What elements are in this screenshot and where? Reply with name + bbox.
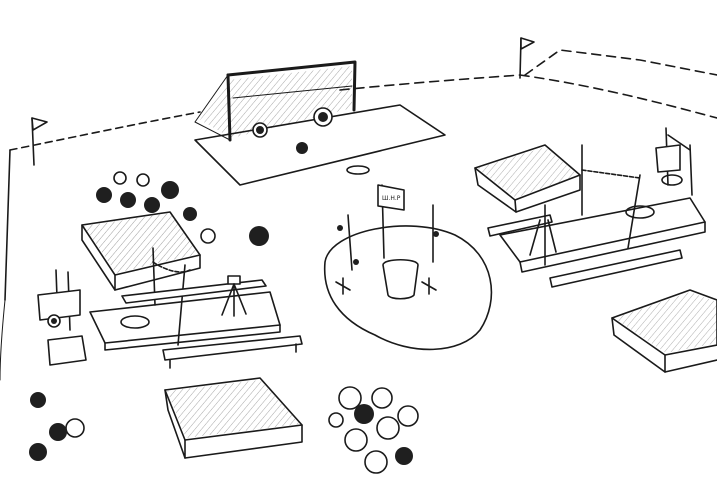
central-oval-stage: Ш.Н.Р [323, 184, 493, 351]
sandbox-bottom-right [611, 289, 717, 373]
flag-label: Ш.Н.Р [382, 195, 401, 202]
ball-cluster-bottom-left [29, 392, 85, 461]
center-mark [346, 165, 370, 175]
ball-cluster-top-left [96, 171, 269, 246]
balance-rig-left [89, 247, 303, 369]
goal-balls [252, 107, 333, 154]
sandbox-bottom-center [164, 377, 303, 459]
balance-rig-right [487, 127, 706, 288]
football-goal [194, 60, 446, 186]
corner-flag-left [31, 117, 48, 166]
ball-cluster-bottom-center [328, 386, 419, 474]
field-boundary [0, 49, 717, 381]
hurdle-stand-left [37, 269, 87, 366]
sandbox-top-left [81, 211, 201, 291]
corner-flag-right [519, 37, 535, 79]
sandbox-top-right [474, 144, 581, 213]
tripod-left [221, 275, 247, 317]
